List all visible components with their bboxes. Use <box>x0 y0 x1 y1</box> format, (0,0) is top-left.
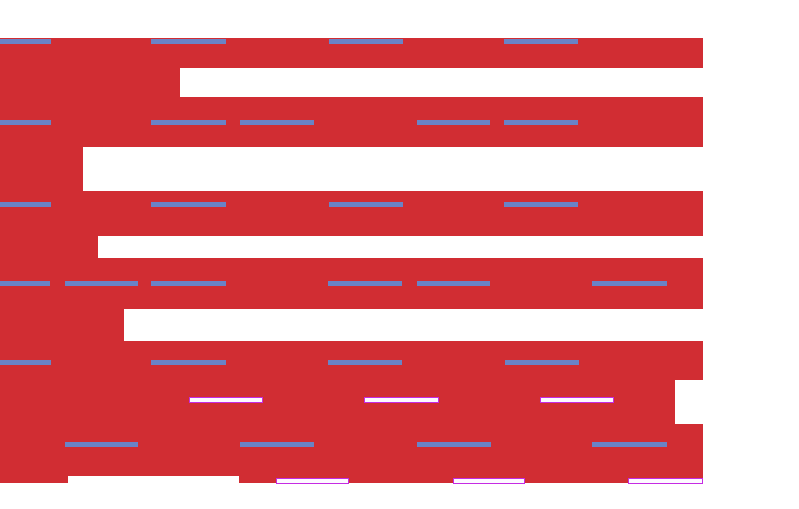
link-underline-bar-row5[interactable] <box>151 360 226 365</box>
paragraph-gap-1 <box>180 68 703 97</box>
link-underline-bar-row6[interactable] <box>240 442 314 447</box>
link-underline-bar-row5[interactable] <box>328 360 402 365</box>
link-underline-bar-row4[interactable] <box>417 281 490 286</box>
highlighted-link-bar-row2[interactable] <box>276 478 349 484</box>
link-underline-bar-row1[interactable] <box>504 39 578 44</box>
link-underline-bar-row4[interactable] <box>151 281 226 286</box>
link-underline-bar-row2[interactable] <box>417 120 490 125</box>
link-underline-bar-row2[interactable] <box>504 120 578 125</box>
paragraph-gap-3 <box>98 236 703 258</box>
link-underline-bar-row1[interactable] <box>0 39 51 44</box>
paragraph-gap-4 <box>124 309 703 341</box>
link-underline-bar-row1[interactable] <box>329 39 403 44</box>
bottom-edge-notch <box>68 476 239 483</box>
link-underline-bar-row5[interactable] <box>505 360 579 365</box>
link-underline-bar-row2[interactable] <box>151 120 226 125</box>
paragraph-gap-2 <box>83 147 703 191</box>
text-block-region <box>0 38 703 483</box>
link-underline-bar-row4[interactable] <box>65 281 138 286</box>
link-underline-bar-row4[interactable] <box>592 281 667 286</box>
link-underline-bar-row5[interactable] <box>0 360 51 365</box>
highlighted-link-bar-row2[interactable] <box>628 478 703 484</box>
highlighted-link-bar-row1[interactable] <box>540 397 614 403</box>
link-underline-bar-row6[interactable] <box>592 442 667 447</box>
highlighted-link-bar-row1[interactable] <box>364 397 439 403</box>
link-underline-bar-row3[interactable] <box>0 202 51 207</box>
highlighted-link-bar-row1[interactable] <box>189 397 263 403</box>
link-underline-bar-row3[interactable] <box>504 202 578 207</box>
link-underline-bar-row6[interactable] <box>417 442 491 447</box>
right-edge-notch <box>675 380 703 424</box>
link-underline-bar-row2[interactable] <box>240 120 314 125</box>
link-underline-bar-row1[interactable] <box>151 39 226 44</box>
link-underline-bar-row2[interactable] <box>0 120 51 125</box>
link-underline-bar-row4[interactable] <box>328 281 402 286</box>
link-underline-bar-row6[interactable] <box>65 442 138 447</box>
link-underline-bar-row4[interactable] <box>0 281 50 286</box>
highlighted-link-bar-row2[interactable] <box>453 478 525 484</box>
link-underline-bar-row3[interactable] <box>151 202 226 207</box>
link-underline-bar-row3[interactable] <box>329 202 403 207</box>
